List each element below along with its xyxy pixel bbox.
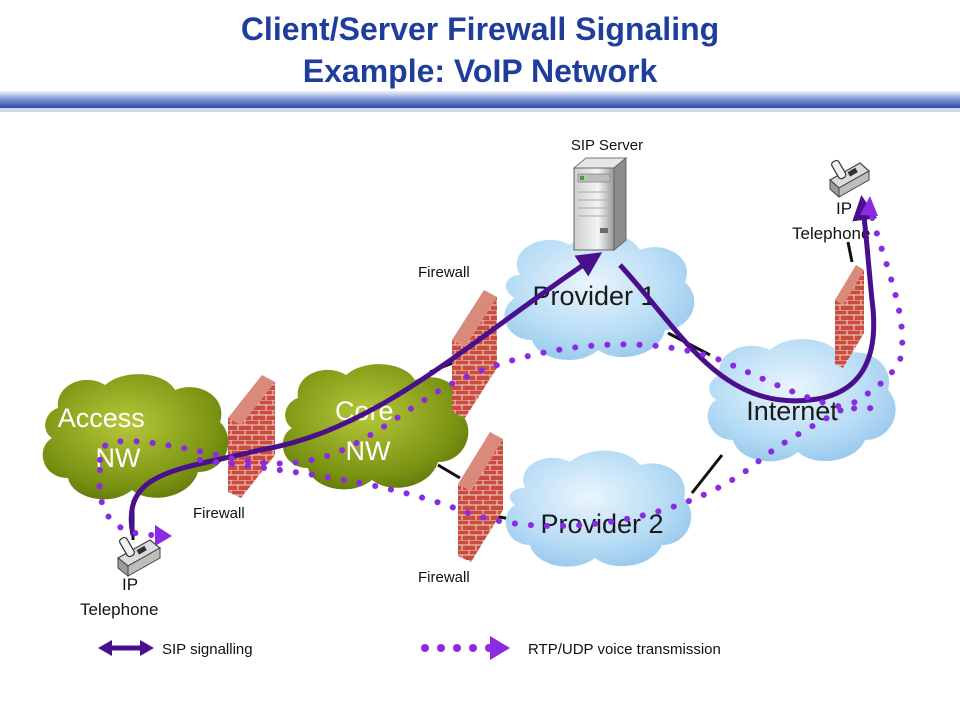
- telephone-icon: [116, 536, 162, 578]
- server-icon: [572, 156, 628, 252]
- rtp-path-bottom: [96, 467, 158, 538]
- phone-right-label: IP Telephone: [792, 199, 870, 243]
- phone-left-label-line1: IP: [122, 575, 138, 594]
- rtp-arrowhead-right: [860, 196, 878, 216]
- legend-rtp-label: RTP/UDP voice transmission: [528, 641, 721, 658]
- core-nw-cloud: [282, 364, 469, 490]
- firewall-icon: [835, 265, 864, 368]
- legend: SIP signalling RTP/UDP voice transmissio…: [98, 636, 721, 660]
- legend-rtp-swatch: [421, 636, 510, 660]
- title-line-1: Client/Server Firewall Signaling: [240, 11, 720, 47]
- title-banner: [0, 90, 960, 112]
- legend-sip-label: SIP signalling: [162, 641, 253, 658]
- phone-right-label-line2: Telephone: [792, 224, 870, 243]
- core-nw-label-line2: NW: [346, 436, 391, 466]
- slide-title: Client/Server Firewall Signaling Example…: [0, 8, 960, 92]
- firewall-icon: [452, 290, 497, 418]
- firewall-label-access: Firewall: [193, 505, 245, 522]
- access-nw-cloud: [42, 374, 229, 500]
- provider1-cloud: [504, 232, 695, 361]
- phone-left-label: IP Telephone: [80, 575, 158, 619]
- provider2-cloud: [505, 450, 692, 567]
- sip-path-left: [128, 252, 603, 536]
- phone-left-label-line2: Telephone: [80, 600, 158, 619]
- rtp-path-top: [96, 341, 888, 467]
- firewall-label-bottom: Firewall: [418, 569, 470, 586]
- access-nw-label-line2: NW: [96, 443, 141, 473]
- firewall-label-top: Firewall: [418, 264, 470, 281]
- title-line-2: Example: VoIP Network: [302, 53, 658, 89]
- sip-server-label: SIP Server: [571, 137, 643, 154]
- phone-right-label-line1: IP: [836, 199, 852, 218]
- firewall-icon: [228, 375, 275, 498]
- telephone-icon: [828, 159, 871, 199]
- access-nw-label-line1: Access: [58, 403, 145, 433]
- sip-path-right: [618, 195, 878, 404]
- firewall-icon: [458, 432, 503, 562]
- legend-sip-swatch: [98, 640, 154, 656]
- rtp-arrowhead-left: [155, 525, 172, 546]
- access-nw-label: Access NW: [58, 403, 153, 473]
